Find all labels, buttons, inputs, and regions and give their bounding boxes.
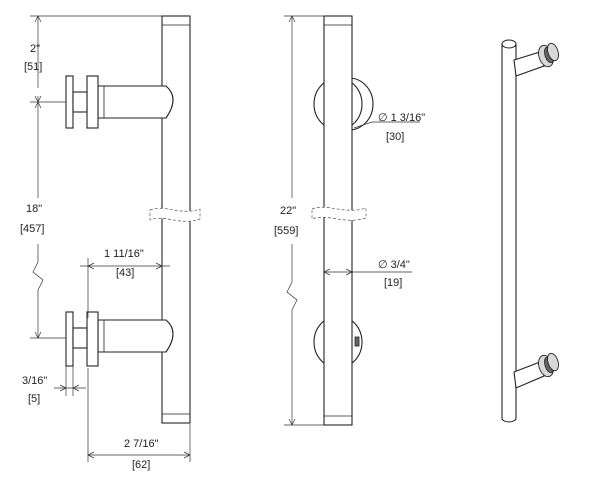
front-view-set-screw xyxy=(354,336,360,347)
dim-standoff-diameter-mm: [30] xyxy=(386,131,404,143)
dim-bar-diameter-in: ∅ 3/4" xyxy=(378,259,410,271)
dim-base-thickness-mm: [5] xyxy=(28,393,40,405)
front-view xyxy=(311,15,374,426)
dim-top-offset-mm: [51] xyxy=(24,61,42,73)
front-view-dimensions: 22" [559] ∅ 1 3/16" [30] ∅ 3/4" [19] xyxy=(274,15,425,426)
side-view-top-standoff xyxy=(97,85,174,119)
side-view-top-flange-inner xyxy=(86,75,99,129)
isometric-view xyxy=(501,39,559,423)
side-view-bottom-standoff xyxy=(97,319,174,353)
isometric-top-flange-2 xyxy=(547,42,559,62)
dim-base-thickness-in: 3/16" xyxy=(22,375,47,387)
front-view-bar xyxy=(323,15,353,426)
dim-top-offset-in: 2" xyxy=(30,43,40,55)
dim-standoff-diameter-in: ∅ 1 3/16" xyxy=(378,112,425,124)
dim-standoff-in: 1 11/16" xyxy=(104,248,144,260)
dim-center-to-center-mm: [457] xyxy=(20,223,44,235)
dim-overall-length-in: 22" xyxy=(280,205,296,217)
dim-projection-mm: [62] xyxy=(132,459,150,471)
isometric-bottom-flange-2 xyxy=(547,352,559,372)
isometric-bottom-standoff xyxy=(513,361,545,389)
isometric-bar xyxy=(501,43,517,423)
side-view-top-flange-outer xyxy=(65,75,74,129)
side-view xyxy=(65,15,201,424)
dim-overall-length-mm: [559] xyxy=(274,225,298,237)
side-view-dimensions: 2" [51] 18" [457] 1 11/16" [43] 3/16" [5… xyxy=(20,15,191,471)
dim-bar-diameter-mm: [19] xyxy=(384,277,402,289)
side-view-bottom-flange-outer xyxy=(65,311,74,367)
side-view-bottom-flange-inner xyxy=(86,311,99,367)
side-view-break xyxy=(149,207,201,222)
dim-standoff-mm: [43] xyxy=(116,267,134,279)
isometric-top-standoff xyxy=(513,51,545,77)
dim-projection-in: 2 7/16" xyxy=(124,438,159,450)
front-view-break xyxy=(311,206,367,221)
dim-center-to-center-in: 18" xyxy=(26,203,42,215)
